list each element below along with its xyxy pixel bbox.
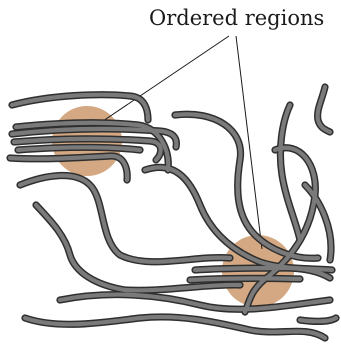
chain-path — [57, 292, 333, 312]
leader-line-left — [102, 35, 230, 122]
chain-path — [297, 315, 339, 324]
chain-path — [302, 182, 334, 263]
chain-path — [9, 92, 151, 123]
leader-line-right — [235, 35, 263, 250]
chain-path — [15, 145, 143, 153]
chain-path — [17, 173, 233, 264]
chain-path — [22, 314, 328, 341]
chain-path — [11, 136, 163, 163]
chain-path — [33, 202, 243, 293]
chain-path — [187, 276, 303, 283]
chain-path — [242, 145, 318, 315]
chain-path — [13, 120, 171, 173]
chain-path — [9, 126, 179, 150]
chains-fill — [7, 84, 339, 341]
chain-path — [7, 153, 130, 183]
chain-path — [172, 112, 321, 261]
chain-path — [21, 313, 329, 342]
chain-path — [278, 102, 303, 243]
chain-path — [192, 265, 333, 281]
chain-path — [315, 84, 333, 135]
ordered-regions-label: Ordered regions — [149, 6, 325, 30]
